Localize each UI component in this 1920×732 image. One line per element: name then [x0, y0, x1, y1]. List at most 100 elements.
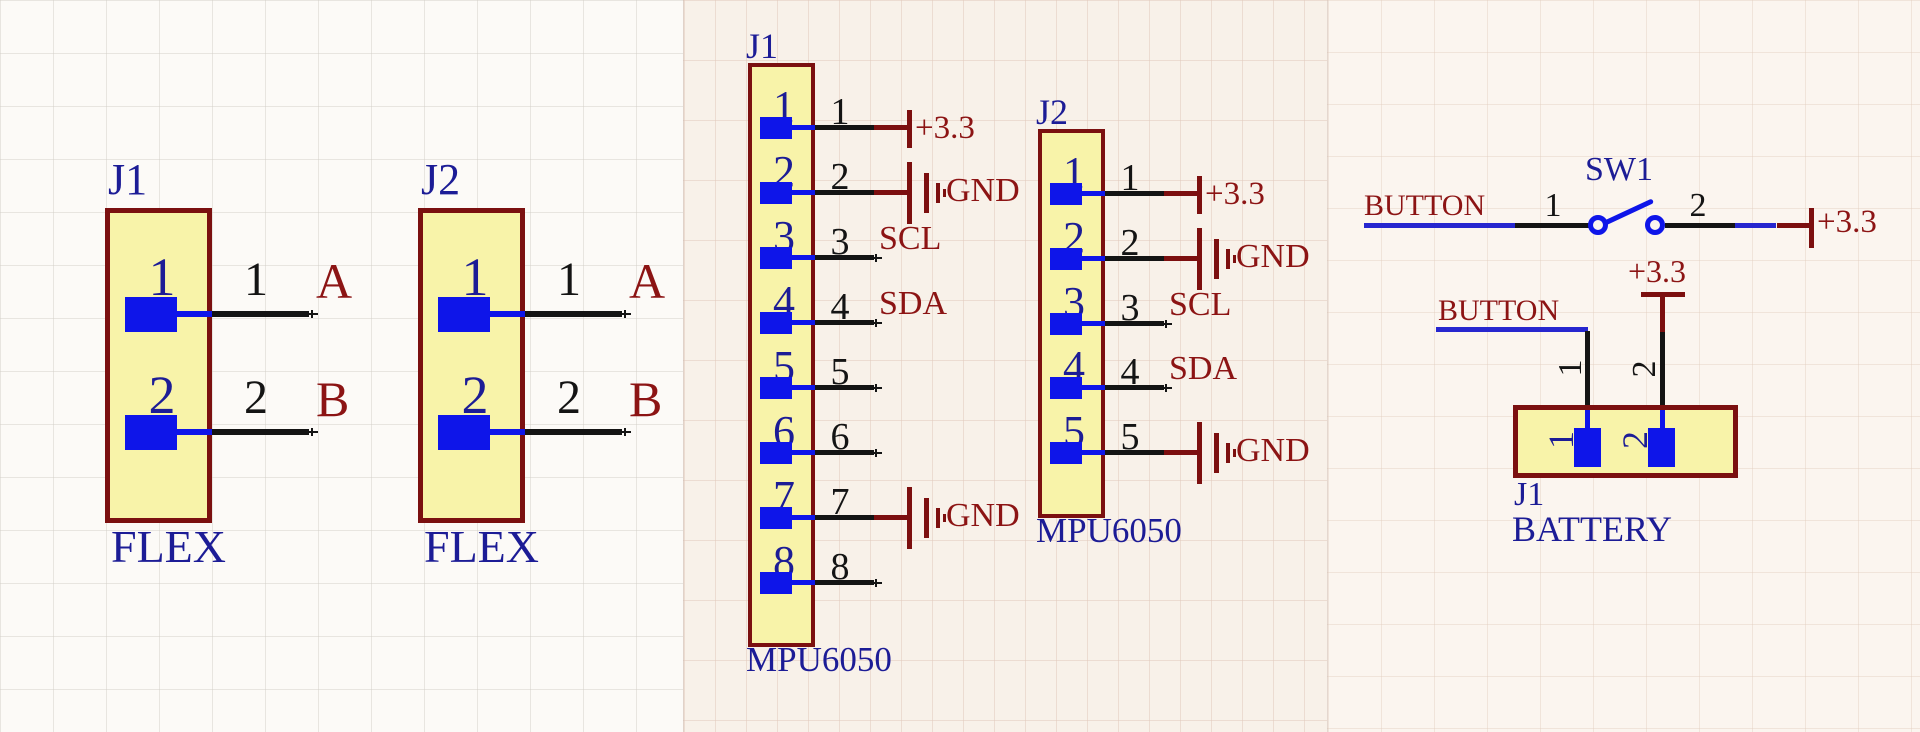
pin-name[interactable]: 2 — [1615, 431, 1655, 449]
net-label[interactable]: SDA — [879, 285, 948, 322]
gnd-port-lead[interactable] — [1164, 256, 1197, 261]
power-port-bar[interactable] — [1197, 176, 1202, 214]
power-port-bar[interactable] — [1641, 292, 1685, 297]
pin-pad[interactable] — [1050, 313, 1082, 335]
power-port-bar[interactable] — [1809, 208, 1814, 248]
designator-label[interactable]: J2 — [1036, 92, 1069, 132]
net-label[interactable]: SCL — [1169, 286, 1232, 323]
pin-number[interactable]: 3 — [1120, 287, 1140, 329]
pin-name[interactable]: 2 — [148, 365, 176, 425]
pin-number[interactable]: 6 — [830, 416, 850, 458]
pin-pad[interactable] — [125, 297, 177, 332]
gnd-port-bar2[interactable] — [1214, 239, 1219, 279]
pin-pad[interactable] — [1050, 442, 1082, 464]
net-label[interactable]: SCL — [879, 220, 942, 257]
pin-number[interactable]: 8 — [830, 546, 850, 588]
pin-pad[interactable] — [760, 377, 792, 399]
gnd-port-bar1[interactable] — [1197, 228, 1202, 290]
power-port-lead[interactable] — [1164, 191, 1197, 196]
pin-number[interactable]: 1 — [557, 253, 581, 306]
wire[interactable] — [1660, 332, 1665, 410]
designator-label[interactable]: J1 — [746, 26, 779, 66]
part-label[interactable]: MPU6050 — [746, 640, 892, 679]
power-port-label[interactable]: +3.3 — [915, 110, 975, 146]
gnd-port-label[interactable]: GND — [1236, 432, 1310, 469]
wire[interactable] — [815, 125, 874, 130]
pin-number[interactable]: 2 — [830, 156, 850, 198]
power-port-lead[interactable] — [874, 125, 907, 130]
gnd-port-bar3[interactable] — [936, 183, 940, 203]
gnd-port-bar4[interactable] — [1233, 449, 1236, 457]
part-label[interactable]: FLEX — [111, 521, 226, 572]
pin-name[interactable]: 1 — [1541, 431, 1581, 449]
wire[interactable] — [1105, 321, 1164, 326]
pin-number[interactable]: 4 — [830, 286, 850, 328]
pin-number[interactable]: 4 — [1120, 351, 1140, 393]
pin-number[interactable]: 1 — [830, 91, 850, 133]
gnd-port-bar2[interactable] — [924, 498, 929, 538]
gnd-port-bar1[interactable] — [907, 487, 912, 549]
gnd-port-bar4[interactable] — [1233, 255, 1236, 263]
pin-pad[interactable] — [760, 507, 792, 529]
wire[interactable] — [1105, 256, 1164, 261]
connector-body[interactable] — [748, 63, 815, 647]
pin-pad[interactable] — [1050, 248, 1082, 270]
wire[interactable] — [815, 385, 874, 390]
pin-pad[interactable] — [760, 117, 792, 139]
pin-pad[interactable] — [1648, 428, 1675, 467]
pin-name[interactable]: 2 — [461, 365, 489, 425]
power-port-lead[interactable] — [1660, 296, 1665, 332]
wire[interactable] — [815, 515, 874, 520]
net-label[interactable]: B — [629, 371, 663, 427]
wire[interactable] — [815, 450, 874, 455]
gnd-port-lead[interactable] — [874, 190, 907, 195]
power-port-bar[interactable] — [907, 110, 912, 148]
wire[interactable] — [815, 190, 874, 195]
pin-pad[interactable] — [438, 415, 490, 450]
gnd-port-bar1[interactable] — [907, 162, 912, 224]
pin-number[interactable]: 2 — [1120, 222, 1140, 264]
wire[interactable] — [1105, 450, 1164, 455]
gnd-port-bar2[interactable] — [924, 173, 929, 213]
wire[interactable] — [1105, 191, 1164, 196]
net-label[interactable]: BUTTON — [1364, 189, 1486, 222]
net-label[interactable]: BUTTON — [1438, 294, 1560, 327]
pin-number[interactable]: 2 — [1689, 187, 1707, 224]
net-label[interactable]: B — [316, 371, 350, 427]
designator-label[interactable]: J1 — [1514, 476, 1545, 513]
pin-name[interactable]: 1 — [461, 247, 489, 307]
wire[interactable] — [815, 580, 874, 585]
net-label[interactable]: A — [316, 253, 353, 309]
power-port-label[interactable]: +3.3 — [1205, 176, 1265, 212]
pin-number[interactable]: 1 — [1552, 359, 1589, 377]
pin-number[interactable]: 3 — [830, 221, 850, 263]
net-wire[interactable] — [1735, 223, 1776, 228]
wire[interactable] — [525, 429, 622, 435]
designator-label[interactable]: J1 — [108, 155, 148, 204]
wire[interactable] — [1585, 331, 1590, 410]
gnd-port-label[interactable]: GND — [946, 497, 1020, 534]
gnd-port-label[interactable]: GND — [946, 172, 1020, 209]
pin-number[interactable]: 1 — [1120, 157, 1140, 199]
pin-pad[interactable] — [760, 442, 792, 464]
gnd-port-bar3[interactable] — [936, 508, 940, 528]
net-label[interactable]: SDA — [1169, 350, 1238, 387]
wire[interactable] — [212, 311, 309, 317]
wire[interactable] — [815, 320, 874, 325]
net-wire[interactable] — [1436, 327, 1588, 332]
wire[interactable] — [1665, 223, 1735, 228]
gnd-port-bar3[interactable] — [1226, 443, 1230, 463]
gnd-port-lead[interactable] — [1164, 450, 1197, 455]
wire[interactable] — [212, 429, 309, 435]
gnd-port-bar4[interactable] — [943, 189, 946, 197]
part-label[interactable]: BATTERY — [1512, 509, 1673, 549]
pin-pad[interactable] — [760, 182, 792, 204]
pin-pad[interactable] — [1050, 377, 1082, 399]
connector-body[interactable] — [105, 208, 212, 523]
connector-body[interactable] — [418, 208, 525, 523]
pin-pad[interactable] — [438, 297, 490, 332]
power-port-lead[interactable] — [1777, 223, 1809, 228]
pin-number[interactable]: 2 — [1626, 360, 1663, 378]
wire[interactable] — [525, 311, 622, 317]
net-label[interactable]: A — [629, 253, 666, 309]
